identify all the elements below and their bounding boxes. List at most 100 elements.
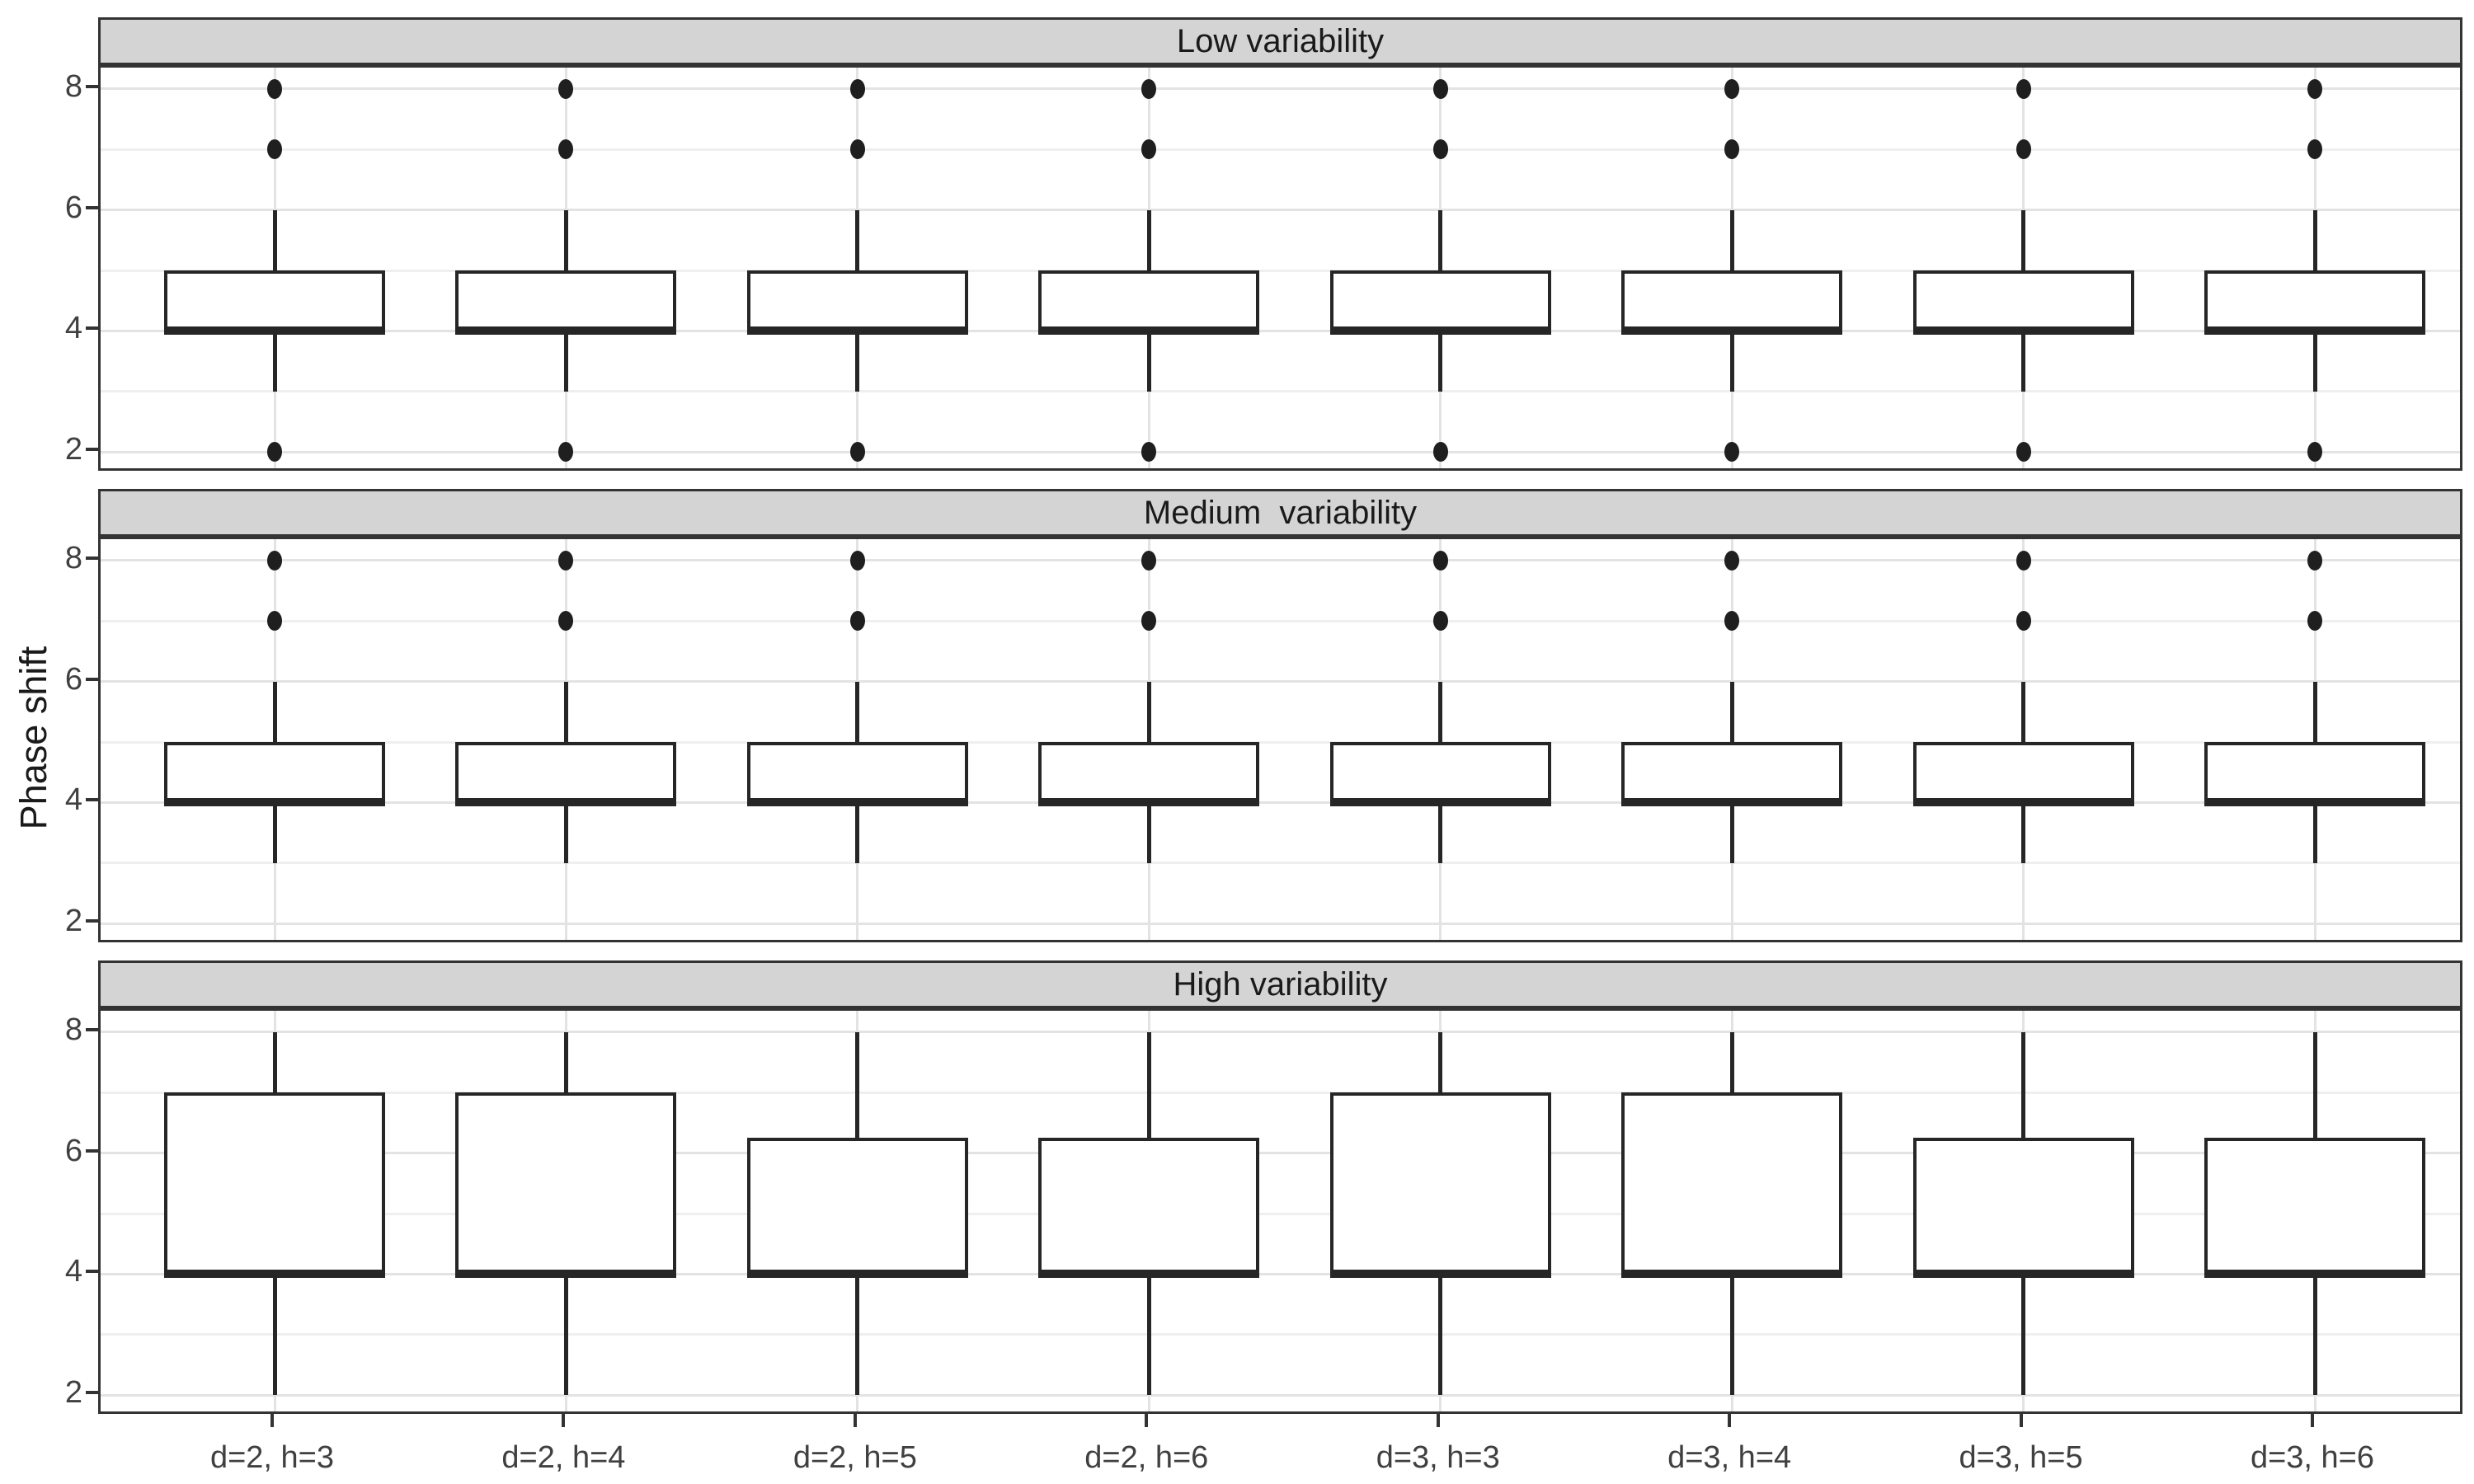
x-tick-mark — [270, 1414, 274, 1427]
box — [2204, 742, 2425, 803]
facet-panel — [98, 65, 2462, 471]
outlier-point — [267, 550, 282, 571]
y-tick-mark — [86, 1270, 98, 1274]
outlier-point — [849, 139, 865, 160]
median-line — [746, 326, 968, 336]
y-tick-mark — [86, 326, 98, 331]
whisker-upper — [855, 209, 860, 270]
whisker-lower — [2021, 802, 2026, 863]
median-line — [1912, 326, 2134, 336]
box — [746, 742, 968, 803]
facet-strip-label: High variability — [1173, 966, 1388, 1003]
box — [1912, 270, 2134, 331]
median-line — [164, 326, 385, 336]
outlier-point — [1141, 442, 1157, 463]
median-line — [1038, 326, 1260, 336]
y-tick-label: 8 — [64, 540, 82, 575]
whisker-upper — [1438, 1031, 1443, 1093]
median-line — [1329, 798, 1551, 807]
outlier-point — [267, 139, 282, 160]
outlier-point — [1432, 78, 1448, 99]
outlier-point — [558, 78, 574, 99]
outlier-point — [849, 611, 865, 632]
outlier-point — [2307, 139, 2322, 160]
box — [1329, 270, 1551, 331]
box — [1621, 1092, 1843, 1275]
box — [164, 1092, 385, 1275]
x-tick-label: d=3, h=6 — [2250, 1440, 2375, 1475]
whisker-lower — [272, 331, 277, 392]
box — [455, 270, 677, 331]
y-tick-mark — [86, 1027, 98, 1031]
outlier-point — [1724, 78, 1740, 99]
x-tick-mark — [853, 1414, 857, 1427]
gridline-minor — [101, 390, 2460, 393]
y-tick-label: 8 — [64, 1012, 82, 1047]
whisker-lower — [2021, 1274, 2026, 1396]
y-tick-label: 4 — [64, 311, 82, 346]
whisker-lower — [563, 802, 568, 863]
y-tick-mark — [86, 556, 98, 560]
outlier-point — [2307, 78, 2322, 99]
whisker-upper — [1729, 681, 1734, 742]
gridline-major — [101, 801, 2460, 804]
outlier-point — [1724, 611, 1740, 632]
box — [164, 742, 385, 803]
x-tick-label: d=3, h=3 — [1376, 1440, 1500, 1475]
outlier-point — [1724, 139, 1740, 160]
whisker-upper — [2312, 209, 2317, 270]
outlier-point — [2015, 550, 2031, 571]
box — [1912, 1138, 2134, 1275]
outlier-point — [1432, 139, 1448, 160]
whisker-lower — [1729, 802, 1734, 863]
median-line — [455, 1270, 677, 1279]
whisker-lower — [2312, 802, 2317, 863]
x-tick-label: d=3, h=4 — [1667, 1440, 1792, 1475]
gridline-major — [101, 922, 2460, 925]
whisker-lower — [563, 331, 568, 392]
box — [1621, 742, 1843, 803]
outlier-point — [2015, 78, 2031, 99]
x-tick-mark — [1145, 1414, 1149, 1427]
y-tick-label: 8 — [64, 68, 82, 104]
median-line — [1621, 798, 1843, 807]
whisker-upper — [2021, 681, 2026, 742]
facet-strip: Low variability — [98, 17, 2462, 65]
outlier-point — [267, 611, 282, 632]
x-tick-mark — [2019, 1414, 2023, 1427]
whisker-upper — [855, 681, 860, 742]
y-tick-label: 2 — [64, 904, 82, 939]
y-tick-mark — [86, 448, 98, 452]
gridline-major — [101, 1152, 2460, 1155]
facet-panel — [98, 537, 2462, 942]
whisker-upper — [2021, 209, 2026, 270]
whisker-upper — [2021, 1031, 2026, 1139]
whisker-lower — [1438, 331, 1443, 392]
y-tick-label: 4 — [64, 782, 82, 818]
y-tick-mark — [86, 84, 98, 88]
whisker-lower — [855, 1274, 860, 1396]
x-tick-mark — [1728, 1414, 1732, 1427]
median-line — [746, 1270, 968, 1279]
median-line — [1912, 1270, 2134, 1279]
box — [2204, 270, 2425, 331]
x-tick-label: d=2, h=4 — [501, 1440, 626, 1475]
median-line — [746, 798, 968, 807]
y-tick-mark — [86, 798, 98, 802]
gridline-major — [101, 87, 2460, 91]
y-tick-label: 2 — [64, 432, 82, 467]
whisker-lower — [563, 1274, 568, 1396]
outlier-point — [1432, 611, 1448, 632]
whisker-upper — [563, 1031, 568, 1093]
median-line — [2204, 1270, 2425, 1279]
gridline-major — [101, 1031, 2460, 1034]
outlier-point — [2015, 611, 2031, 632]
box — [1038, 742, 1260, 803]
whisker-upper — [563, 681, 568, 742]
gridline-minor — [101, 740, 2460, 744]
outlier-point — [849, 78, 865, 99]
outlier-point — [1724, 442, 1740, 463]
x-tick-label: d=2, h=6 — [1084, 1440, 1209, 1475]
gridline-major — [101, 1393, 2460, 1397]
